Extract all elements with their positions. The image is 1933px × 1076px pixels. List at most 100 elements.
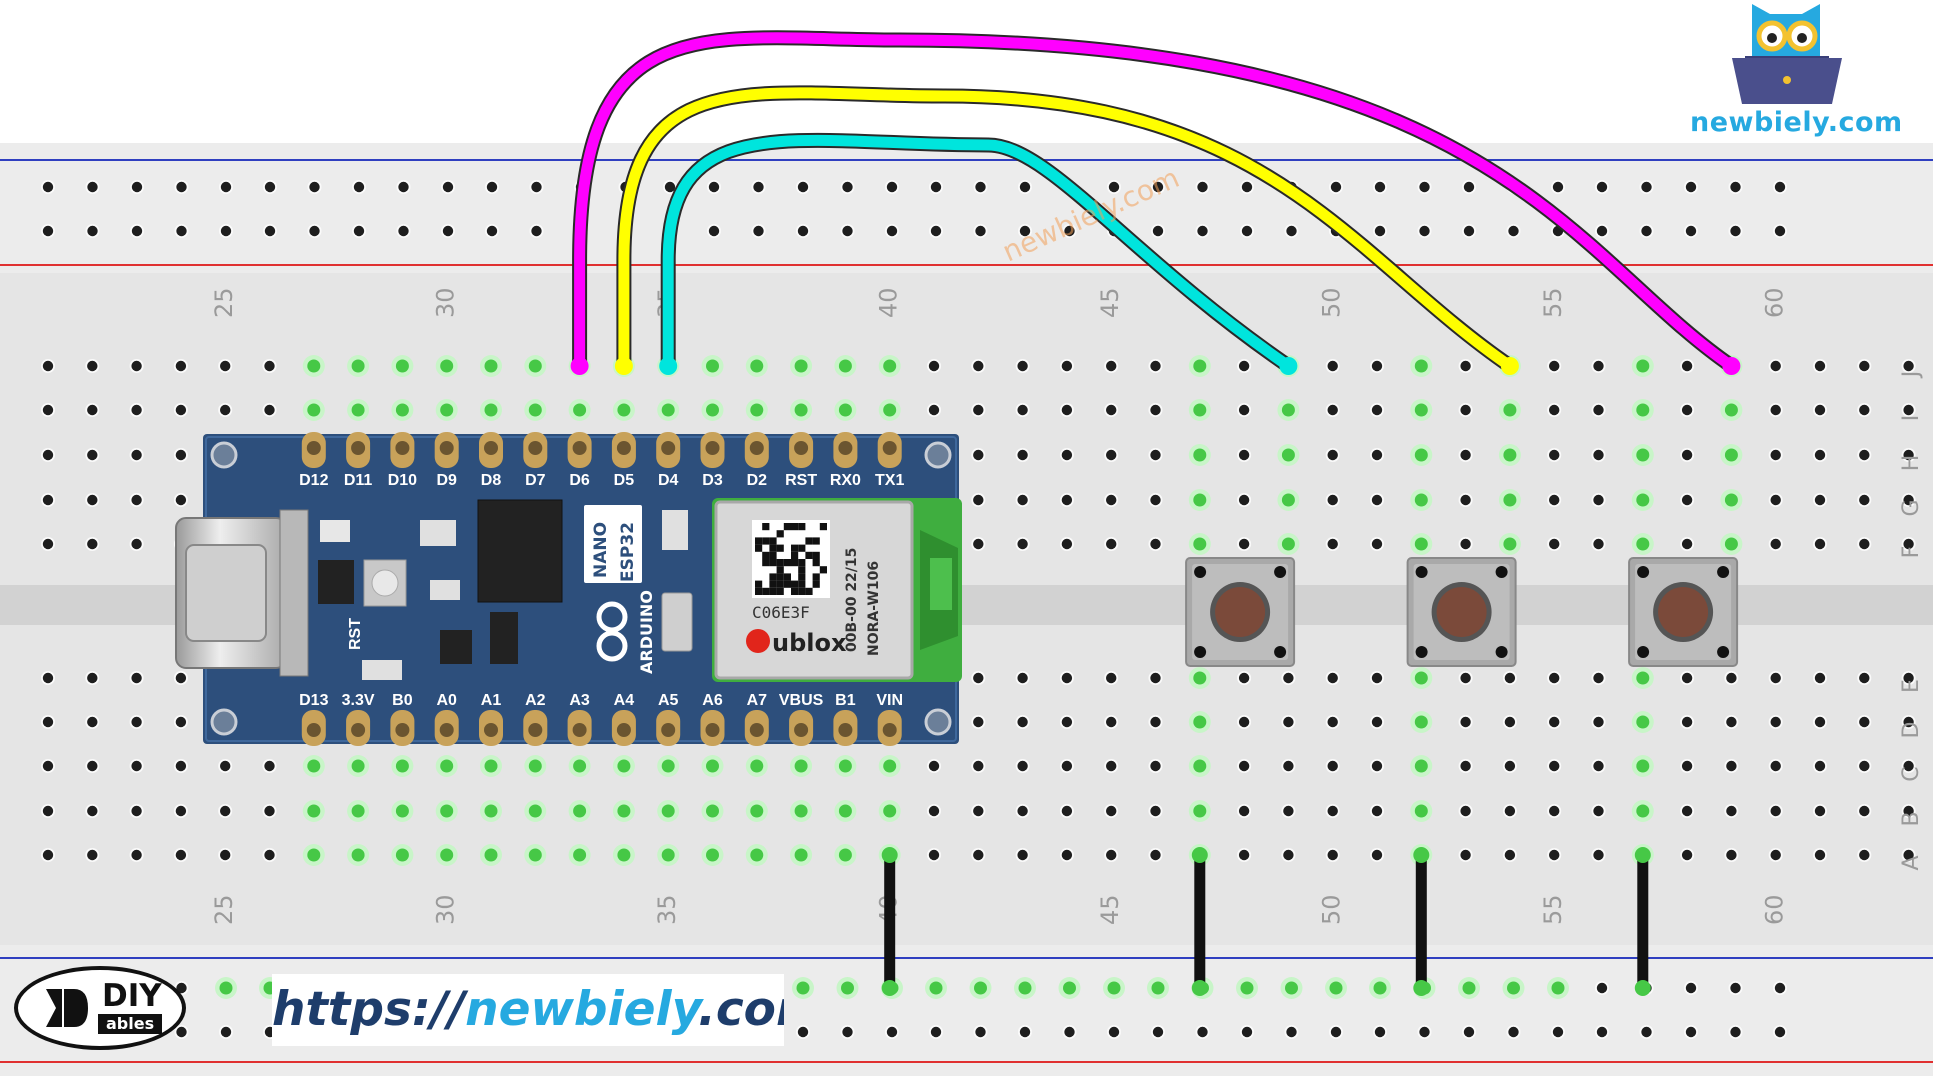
wire-end xyxy=(1413,847,1430,863)
hole xyxy=(1371,672,1383,684)
hole-connected xyxy=(1551,981,1565,995)
hole-connected xyxy=(1636,537,1650,551)
reset-label: RST xyxy=(347,618,364,650)
hole xyxy=(1549,494,1560,506)
hole xyxy=(1903,360,1914,372)
signal-wire xyxy=(574,32,1737,372)
footer-url[interactable]: https://newbiely.com xyxy=(272,974,784,1046)
ground-jumpers xyxy=(881,847,1651,996)
hole xyxy=(264,404,275,416)
pin-header-bottom xyxy=(301,710,902,746)
hole-connected xyxy=(440,403,454,417)
module-model: NORA-W106 xyxy=(866,561,882,656)
hole-connected xyxy=(661,804,675,818)
smd-component xyxy=(662,510,688,550)
hole xyxy=(1641,1026,1652,1038)
hole xyxy=(1150,538,1161,550)
header-pin-hole xyxy=(306,441,321,455)
hole xyxy=(131,360,142,372)
hole xyxy=(87,449,98,461)
hole xyxy=(1463,181,1475,193)
hole xyxy=(1150,672,1161,684)
hole-connected xyxy=(351,848,365,862)
hole-connected xyxy=(1193,715,1207,729)
hole xyxy=(1504,716,1516,728)
hole xyxy=(1774,982,1786,994)
hole xyxy=(42,449,54,461)
hole xyxy=(42,538,54,550)
diyables-line1: DIY xyxy=(102,978,162,1014)
hole xyxy=(973,404,984,416)
pin-label: VIN xyxy=(876,692,903,709)
hole xyxy=(1283,805,1294,817)
hole xyxy=(973,494,984,506)
hole xyxy=(131,404,142,416)
hole xyxy=(1238,805,1250,817)
hole xyxy=(1374,181,1386,193)
hole xyxy=(353,225,365,237)
hole xyxy=(1017,449,1028,461)
hole xyxy=(42,849,54,861)
crystal xyxy=(661,592,693,652)
hole xyxy=(1685,1026,1697,1038)
hole xyxy=(1814,805,1826,817)
hole-connected xyxy=(395,804,409,818)
header-pin-hole xyxy=(528,441,543,455)
diyables-logo: DIY ables xyxy=(14,966,186,1050)
hole xyxy=(1770,404,1781,416)
hole xyxy=(1681,449,1693,461)
hole xyxy=(87,849,98,861)
hole xyxy=(1593,760,1604,772)
module-code: 00B-00 22/15 xyxy=(844,548,860,652)
hole xyxy=(973,760,984,772)
hole xyxy=(1238,849,1250,861)
hole xyxy=(1814,672,1826,684)
hole xyxy=(928,849,940,861)
hole xyxy=(1106,760,1117,772)
hole-connected xyxy=(1193,403,1207,417)
hole xyxy=(87,716,98,728)
pin-header-top xyxy=(301,432,902,468)
hole xyxy=(1681,360,1693,372)
hole-connected xyxy=(1636,403,1650,417)
hole xyxy=(1286,225,1297,237)
hole xyxy=(1593,449,1604,461)
row-label: C xyxy=(1899,766,1924,781)
hole xyxy=(309,181,320,193)
hole xyxy=(1463,1026,1475,1038)
hole-connected xyxy=(1636,715,1650,729)
hole-connected xyxy=(1063,981,1076,995)
hole xyxy=(1593,716,1604,728)
hole xyxy=(1549,805,1560,817)
hole-connected xyxy=(219,981,233,995)
hole-connected xyxy=(395,403,409,417)
hole xyxy=(1017,538,1028,550)
hole-connected xyxy=(307,759,321,773)
hole-connected xyxy=(1107,981,1121,995)
hole xyxy=(442,225,454,237)
pin-label: B0 xyxy=(392,692,413,709)
header-pin-hole xyxy=(616,441,631,455)
hole xyxy=(1371,404,1383,416)
hole xyxy=(1596,1026,1608,1038)
hole-connected xyxy=(838,359,852,373)
model-line2: ESP32 xyxy=(618,522,638,582)
hole-connected xyxy=(794,759,808,773)
button-cap xyxy=(1658,587,1709,637)
hole xyxy=(797,181,809,193)
hole xyxy=(176,1026,187,1038)
hole xyxy=(264,181,276,193)
hole xyxy=(1061,760,1073,772)
column-label-bottom: 25 xyxy=(210,894,238,925)
hole-connected xyxy=(974,981,987,995)
button-cap xyxy=(1215,587,1266,637)
hole xyxy=(1106,449,1117,461)
hole xyxy=(1283,672,1294,684)
brand-site-label: newbiely.com xyxy=(1690,107,1903,138)
smd-component xyxy=(362,660,402,680)
hole xyxy=(1681,404,1693,416)
hole xyxy=(1106,494,1117,506)
hole xyxy=(1641,181,1652,193)
hole xyxy=(264,849,275,861)
hole-connected xyxy=(351,759,365,773)
